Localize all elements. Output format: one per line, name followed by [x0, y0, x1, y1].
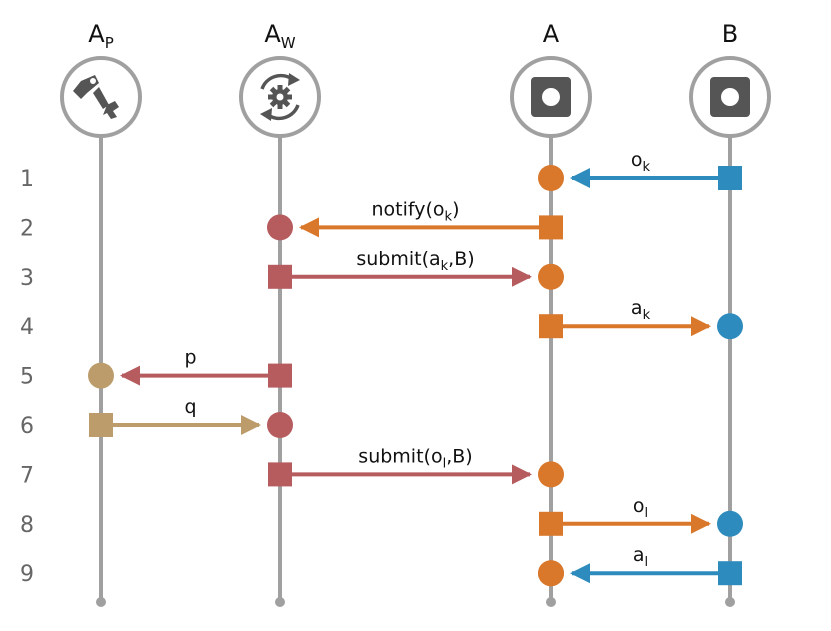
message-label: al: [633, 544, 648, 570]
message-label: submit(ol,B): [358, 445, 472, 471]
lifeline-end-dot: [275, 597, 285, 607]
row-number: 1: [20, 167, 34, 192]
row-number: 4: [20, 315, 34, 340]
receive-node: [538, 461, 564, 488]
participant-label: A: [543, 20, 560, 48]
send-node: [268, 264, 292, 289]
message-label: notify(ok): [372, 198, 460, 224]
lifeline-end-dot: [546, 597, 556, 607]
square-node-icon: [710, 77, 750, 117]
participant-label: AW: [264, 20, 295, 52]
robot-arm-icon: [73, 75, 119, 119]
message-5: p: [88, 347, 292, 389]
row-number: 9: [20, 562, 34, 587]
row-number: 7: [20, 463, 34, 488]
send-node: [718, 166, 742, 190]
message-8: ol: [539, 495, 743, 537]
send-node: [539, 511, 563, 536]
receive-node: [717, 313, 743, 340]
row-number: 5: [20, 365, 34, 390]
receive-node: [538, 165, 564, 191]
participant-aw: AW: [239, 20, 321, 607]
send-node: [268, 363, 292, 388]
receive-node: [88, 362, 114, 389]
message-label: ak: [631, 297, 651, 323]
send-node: [539, 215, 563, 240]
message-2: notify(ok): [267, 198, 563, 241]
message-label: q: [184, 396, 196, 418]
send-node: [89, 413, 113, 437]
message-label: submit(ak,B): [356, 248, 474, 274]
message-9: al: [538, 544, 742, 587]
receive-node: [267, 214, 293, 241]
message-1: ok: [538, 149, 742, 191]
participant-b: B: [689, 20, 771, 607]
send-node: [539, 314, 563, 339]
message-6: q: [89, 396, 293, 438]
row-number: 6: [20, 414, 34, 439]
state-node: [538, 560, 564, 587]
message-label: p: [184, 347, 196, 369]
receive-node: [267, 412, 293, 438]
receive-node: [717, 510, 743, 537]
participant-label: B: [722, 20, 738, 48]
lifeline-end-dot: [725, 597, 735, 607]
lifeline-end-dot: [96, 597, 106, 607]
message-label: ol: [633, 495, 648, 521]
row-number: 2: [20, 216, 34, 241]
row-number: 3: [20, 266, 34, 291]
row-number: 8: [20, 513, 34, 538]
participant-a: A: [510, 20, 592, 607]
send-node: [718, 561, 742, 586]
message-label: ok: [631, 149, 651, 175]
participant-ap: AP: [60, 20, 142, 607]
message-3: submit(ak,B): [268, 248, 564, 290]
gear-cycle-icon: [260, 73, 300, 121]
receive-node: [538, 263, 564, 290]
message-4: ak: [539, 297, 743, 340]
send-node: [268, 462, 292, 487]
message-7: submit(ol,B): [268, 445, 564, 488]
square-node-icon: [531, 77, 571, 117]
participant-label: AP: [88, 20, 113, 52]
